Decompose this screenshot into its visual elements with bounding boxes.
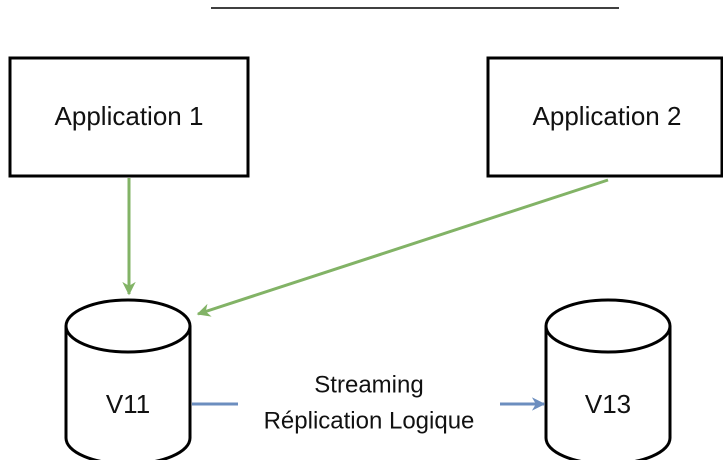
application-1-label: Application 1 <box>55 101 204 131</box>
replication-label-line-1: Streaming <box>314 371 423 398</box>
application-2-box <box>486 56 723 178</box>
v11-cylinder-top <box>64 298 192 354</box>
v11-cylinder-body <box>64 326 192 460</box>
v13-cylinder-top <box>544 298 672 354</box>
v13-cylinder-body <box>544 326 672 460</box>
application-2-label: Application 2 <box>533 101 682 131</box>
app2-to-v11-arrow <box>196 178 609 317</box>
application-1-node[interactable]: Application 1 <box>8 56 250 178</box>
v13-database-node[interactable]: V13 <box>544 298 672 460</box>
v13-label: V13 <box>585 389 631 419</box>
replication-label-line-2: Réplication Logique <box>264 407 475 434</box>
v11-label: V11 <box>106 389 150 419</box>
v11-database-node[interactable]: V11 <box>64 298 192 460</box>
application-1-box <box>8 56 250 178</box>
replication-edge: Streaming Réplication Logique <box>192 371 546 434</box>
application-2-node[interactable]: Application 2 <box>486 56 723 178</box>
